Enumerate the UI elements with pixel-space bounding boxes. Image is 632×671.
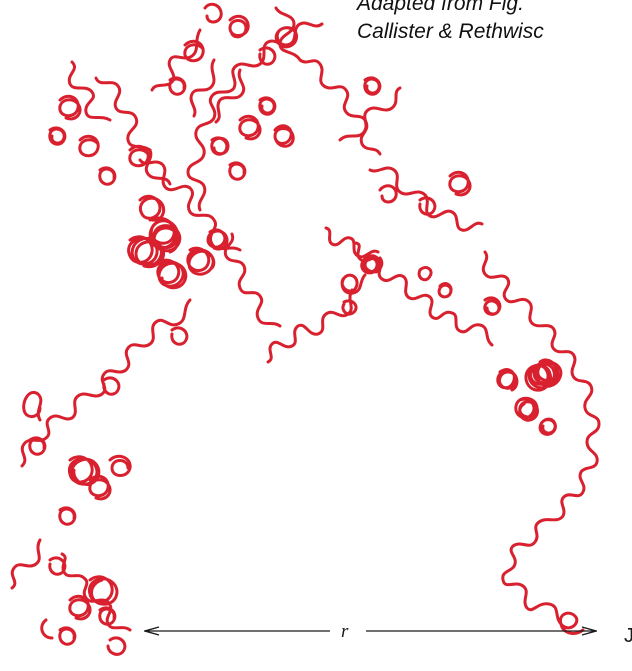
caption-line-1: Adapted from Fig. bbox=[357, 0, 544, 18]
chain-segment-upper-tangle bbox=[127, 158, 282, 328]
chain-segment-center-knot bbox=[266, 226, 384, 364]
caption-line-2: Callister & Rethwisc bbox=[357, 20, 544, 43]
chain-segment-right-arm bbox=[338, 86, 484, 232]
distance-label-r: r bbox=[341, 621, 349, 642]
figure-caption: Adapted from Fig. Callister & Rethwisc bbox=[357, 0, 544, 46]
end-to-end-distance-arrow: r bbox=[145, 621, 596, 642]
chain-segment-right-end bbox=[481, 250, 601, 635]
chain-segment-top-loops bbox=[150, 2, 382, 156]
chain-segment-upper-middle bbox=[186, 21, 324, 212]
chain-segment-left-end bbox=[40, 552, 132, 656]
edge-glyph: J bbox=[624, 625, 632, 647]
chain-segment-right-knot bbox=[496, 358, 563, 436]
chain-segment-left-tangle bbox=[10, 391, 132, 590]
polymer-chain-path bbox=[10, 2, 601, 656]
chain-segment-right-arc bbox=[354, 241, 502, 347]
chain-segment-left-descent bbox=[20, 298, 192, 468]
chain-segment-left-top bbox=[48, 60, 172, 186]
caption-prefix: Adapted from Fig. bbox=[357, 0, 524, 15]
